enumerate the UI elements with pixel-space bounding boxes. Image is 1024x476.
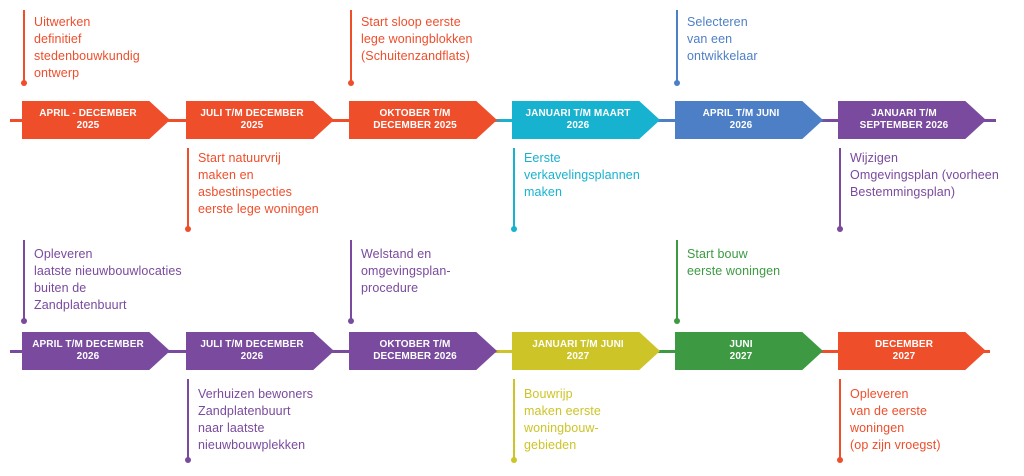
connector-dot	[348, 318, 354, 324]
timeline-row-2-line	[10, 350, 990, 353]
connector-dot	[674, 318, 680, 324]
note-selecteren-ontwikkelaar: Selecteren van een ontwikkelaar	[687, 15, 758, 63]
connector-line	[23, 10, 25, 82]
connector-line	[513, 379, 515, 459]
connector-line	[839, 379, 841, 459]
note-opleveren-woningen: Opleveren van de eerste woningen (op zij…	[850, 387, 941, 452]
stage-row2-5: JUNI 2027	[675, 332, 823, 370]
note-start-sloop: Start sloop eerste lege woningblokken (S…	[361, 15, 473, 63]
stage-row1-1: APRIL - DECEMBER 2025	[22, 101, 170, 139]
note-opleveren-nieuwbouwlocaties: Opleveren laatste nieuwbouwlocaties buit…	[34, 247, 182, 312]
note-wijzigen-omgevingsplan: Wijzigen Omgevingsplan (voorheen Bestemm…	[850, 151, 999, 199]
connector-line	[676, 10, 678, 82]
connector-line	[350, 10, 352, 82]
stage-row1-2: JULI T/M DECEMBER 2025	[186, 101, 334, 139]
stage-row2-4: JANUARI T/M JUNI 2027	[512, 332, 660, 370]
stage-row2-2: JULI T/M DECEMBER 2026	[186, 332, 334, 370]
note-welstand-procedure: Welstand en omgevingsplan- procedure	[361, 247, 451, 295]
note-start-bouw: Start bouw eerste woningen	[687, 247, 781, 278]
connector-dot	[185, 226, 191, 232]
connector-line	[23, 240, 25, 320]
note-uitwerken-ontwerp: Uitwerken definitief stedenbouwkundig on…	[34, 15, 140, 80]
connector-dot	[185, 457, 191, 463]
connector-dot	[837, 226, 843, 232]
stage-row2-6: DECEMBER 2027	[838, 332, 986, 370]
connector-dot	[21, 80, 27, 86]
connector-line	[350, 240, 352, 320]
connector-dot	[21, 318, 27, 324]
timeline-row-1-line	[10, 119, 996, 122]
stage-row1-5: APRIL T/M JUNI 2026	[675, 101, 823, 139]
connector-dot	[511, 226, 517, 232]
connector-dot	[674, 80, 680, 86]
connector-line	[187, 379, 189, 459]
stage-row1-3: OKTOBER T/M DECEMBER 2025	[349, 101, 497, 139]
note-verhuizen-bewoners: Verhuizen bewoners Zandplatenbuurt naar …	[198, 387, 314, 452]
stage-row2-1: APRIL T/M DECEMBER 2026	[22, 332, 170, 370]
note-bouwrijp-maken: Bouwrijp maken eerste woningbouw- gebied…	[524, 387, 601, 452]
stage-row1-4: JANUARI T/M MAART 2026	[512, 101, 660, 139]
connector-line	[839, 148, 841, 228]
connector-line	[513, 148, 515, 228]
connector-line	[187, 148, 189, 228]
connector-dot	[348, 80, 354, 86]
stage-row2-3: OKTOBER T/M DECEMBER 2026	[349, 332, 497, 370]
connector-dot	[511, 457, 517, 463]
note-verkavelingsplannen: Eerste verkavelingsplannen maken	[524, 151, 640, 199]
connector-line	[676, 240, 678, 320]
stage-row1-6: JANUARI T/M SEPTEMBER 2026	[838, 101, 986, 139]
connector-dot	[837, 457, 843, 463]
note-start-natuurvrij: Start natuurvrij maken en asbestinspecti…	[198, 151, 319, 216]
